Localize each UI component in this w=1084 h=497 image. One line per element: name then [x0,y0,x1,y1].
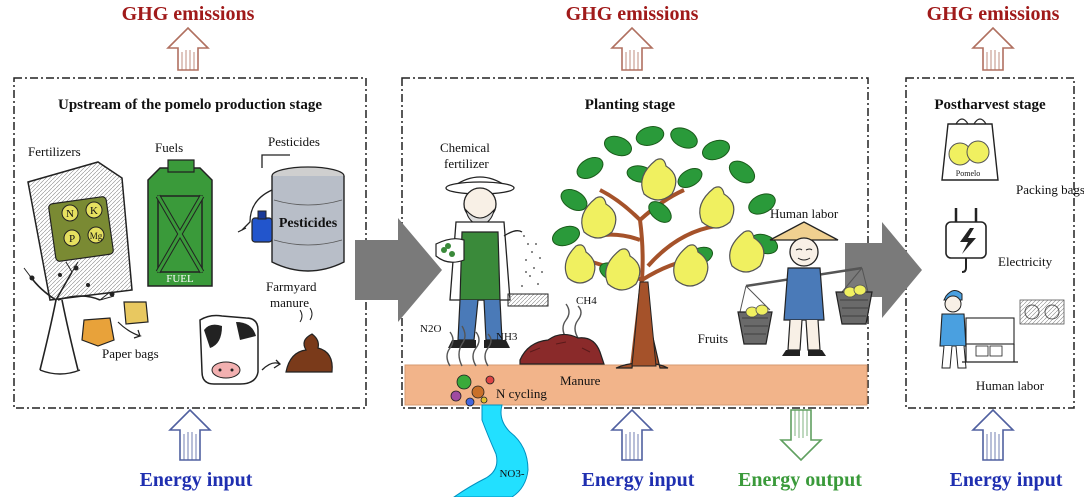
svg-text:Pomelo: Pomelo [956,169,980,178]
label-electricity: Electricity [998,254,1053,269]
soil-layer [404,364,868,406]
label-chemical: Chemical [440,140,490,155]
label-manure-upstream: manure [270,295,309,310]
fertilizer-spray-particles [521,235,543,287]
label-fuels: Fuels [155,140,183,155]
label-nh3: NH3 [496,331,518,343]
svg-text:P: P [69,233,75,245]
ghg-arrow-right [971,26,1015,71]
stage-title-postharvest: Postharvest stage [934,97,1046,113]
energy-input-label-right: Energy input [950,469,1063,491]
energy-input-arrow-middle [610,408,654,461]
label-human-labor-planting: Human labor [770,206,839,221]
fertilizer-bag-icon: N K P Mg [27,161,133,301]
energy-input-label-middle: Energy input [582,469,695,491]
manure-heap-icon [519,333,605,365]
svg-text:N: N [66,208,74,220]
energy-input-arrow-left [168,408,212,461]
label-ch4: CH4 [576,295,597,307]
ghg-label-right: GHG emissions [927,3,1060,25]
pomelo-fruits-icon [564,158,765,291]
svg-text:Mg: Mg [90,231,103,241]
stage-box-postharvest [905,77,1075,409]
label-n2o: N2O [420,323,441,335]
ghg-arrow-left [166,26,210,71]
stage-title-planting: Planting stage [585,97,676,113]
label-farmyard: Farmyard [266,279,317,294]
manure-pile-icon [285,307,333,373]
energy-output-arrow [779,409,823,462]
svg-text:K: K [90,205,98,217]
pesticide-tank-icon: Pesticides [237,154,345,272]
pomelo-tree-icon [591,188,717,369]
stage-title-upstream: Upstream of the pomelo production stage [58,97,322,113]
fertilizer-patch-icon [507,293,549,307]
label-n-cycling: N cycling [496,386,547,401]
energy-output-label: Energy output [738,469,862,491]
flow-arrow-upstream-to-planting [355,218,442,322]
bagged-tree-icon [23,261,149,375]
energy-input-arrow-right [971,408,1015,461]
electricity-plug-icon [945,208,987,273]
ghg-arrow-middle [610,26,654,71]
label-no3: NO3- [499,468,524,480]
farmer-icon [435,176,523,348]
ghg-label-middle: GHG emissions [566,3,699,25]
worker-with-baskets-icon [737,221,873,356]
gas-emission-waves-icon [446,303,582,367]
svg-text:FUEL: FUEL [166,273,194,285]
label-manure-planting: Manure [560,373,601,388]
label-fertilizer: fertilizer [444,156,489,171]
river-icon [453,404,529,497]
ghg-label-left: GHG emissions [122,3,255,25]
cow-icon [199,314,282,385]
label-packing-bags: Packing bags [1016,182,1084,197]
label-fertilizers: Fertilizers [28,144,81,159]
fuel-can-icon: FUEL [147,159,213,287]
postharvest-worker-icon [939,290,1065,369]
packing-bag-icon: Pomelo [941,118,999,181]
label-pesticides: Pesticides [268,134,320,149]
soil-microbes-icon [450,374,495,407]
label-fruits: Fruits [698,331,728,346]
label-paper-bags: Paper bags [102,346,159,361]
label-human-labor-postharvest: Human labor [976,378,1045,393]
energy-input-label-left: Energy input [140,469,253,491]
svg-text:Pesticides: Pesticides [279,216,338,231]
